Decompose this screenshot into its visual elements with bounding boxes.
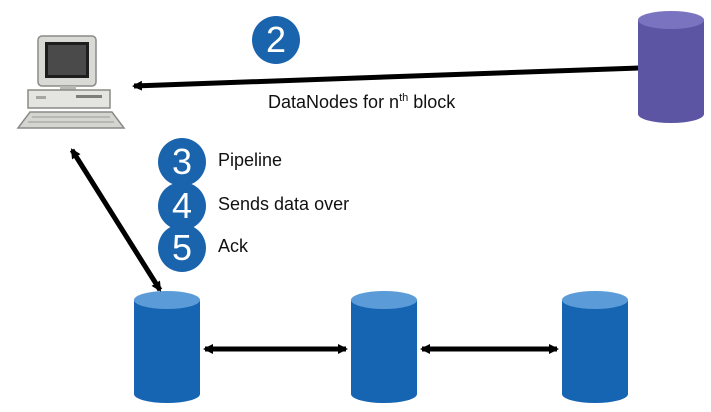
step-5-badge: 5 [158,224,206,272]
step-2-label-text: DataNodes for n [268,92,400,112]
step-2-label-tail: block [408,92,456,112]
namenode-database-icon [638,11,704,123]
step-2-label: DataNodes for nth block [268,92,455,113]
namenode-to-client-arrow [132,65,639,91]
step-4-label: Sends data over [218,194,350,214]
datanode-1-database-icon [134,291,200,403]
step-4-badge: 4 [158,182,206,230]
client-datanode-arrow [69,148,163,292]
step-3-badge: 3 [158,138,206,186]
step-2-label-sup: th [399,92,409,104]
datanode-3-database-icon [562,291,628,403]
step-3-label: Pipeline [218,150,283,170]
datanode-2-database-icon [351,291,417,403]
desktop-computer-icon [16,35,126,129]
step-2-badge: 2 [252,16,300,64]
step-5-label: Ack [218,236,249,256]
